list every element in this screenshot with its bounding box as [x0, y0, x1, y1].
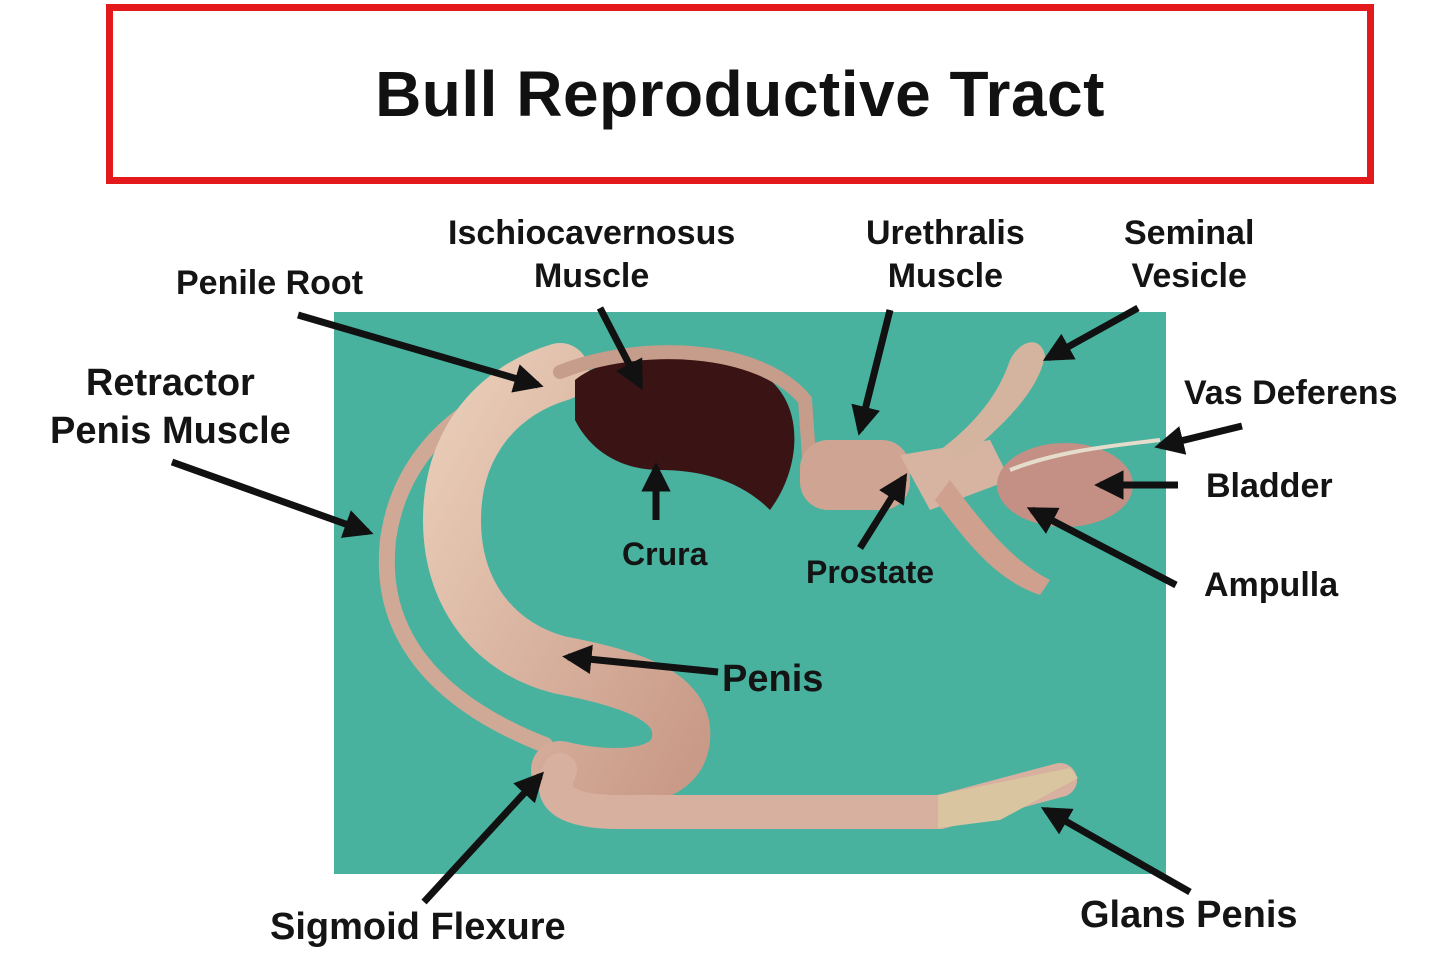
vas-deferens-shape	[1009, 438, 1161, 472]
label-retractor: Retractor Penis Muscle	[50, 360, 291, 455]
arrow-seminal-vesicle	[1042, 304, 1140, 362]
label-penis: Penis	[722, 658, 824, 700]
arrow-sigmoid	[421, 771, 544, 905]
arrow-ampulla	[1026, 506, 1178, 589]
label-bladder: Bladder	[1206, 467, 1333, 505]
glans-shape	[938, 768, 1078, 828]
prostate-shape	[900, 440, 1010, 510]
free-penis-shape	[538, 753, 1077, 829]
arrow-glans	[1040, 806, 1192, 896]
seminal-vesicle-shape	[940, 342, 1045, 460]
label-ischiocavernosus: Ischiocavernosus Muscle	[448, 212, 735, 297]
crura-shape	[575, 353, 795, 510]
label-crura: Crura	[622, 536, 708, 572]
label-ischiocavernosus-line2: Muscle	[533, 256, 650, 295]
arrow-ischiocavernosus	[596, 306, 644, 391]
lower-branch-shape	[935, 480, 1050, 595]
penis-body-shape	[422, 343, 711, 807]
label-seminal-vesicle: Seminal Vesicle	[1124, 212, 1254, 297]
arrow-retractor	[170, 458, 374, 538]
arrow-vas-deferens	[1154, 422, 1243, 455]
pointer-arrows	[170, 304, 1243, 905]
label-seminal-line1: Seminal	[1124, 214, 1255, 252]
diagram-title: Bull Reproductive Tract	[375, 58, 1105, 130]
label-retractor-line1: Retractor	[85, 362, 255, 404]
title-box: Bull Reproductive Tract	[106, 4, 1374, 184]
arrow-prostate	[857, 473, 908, 550]
arrow-penile-root	[297, 311, 544, 393]
arrow-penis	[562, 644, 719, 676]
arrow-urethralis	[851, 309, 894, 436]
label-urethralis: Urethralis Muscle	[866, 212, 1025, 297]
label-vas-deferens: Vas Deferens	[1184, 374, 1398, 412]
ischiocavernosus-edge	[553, 345, 817, 477]
label-retractor-line2: Penis Muscle	[50, 409, 291, 452]
label-penile-root: Penile Root	[176, 264, 364, 302]
label-ischiocavernosus-line1: Ischiocavernosus	[448, 214, 736, 252]
label-glans-penis: Glans Penis	[1080, 894, 1298, 936]
label-urethralis-line1: Urethralis	[866, 214, 1025, 252]
label-sigmoid-flexure: Sigmoid Flexure	[270, 906, 566, 948]
label-ampulla: Ampulla	[1204, 566, 1339, 604]
label-prostate: Prostate	[806, 554, 935, 590]
label-seminal-line2: Vesicle	[1131, 256, 1247, 295]
label-urethralis-line2: Muscle	[887, 256, 1003, 295]
